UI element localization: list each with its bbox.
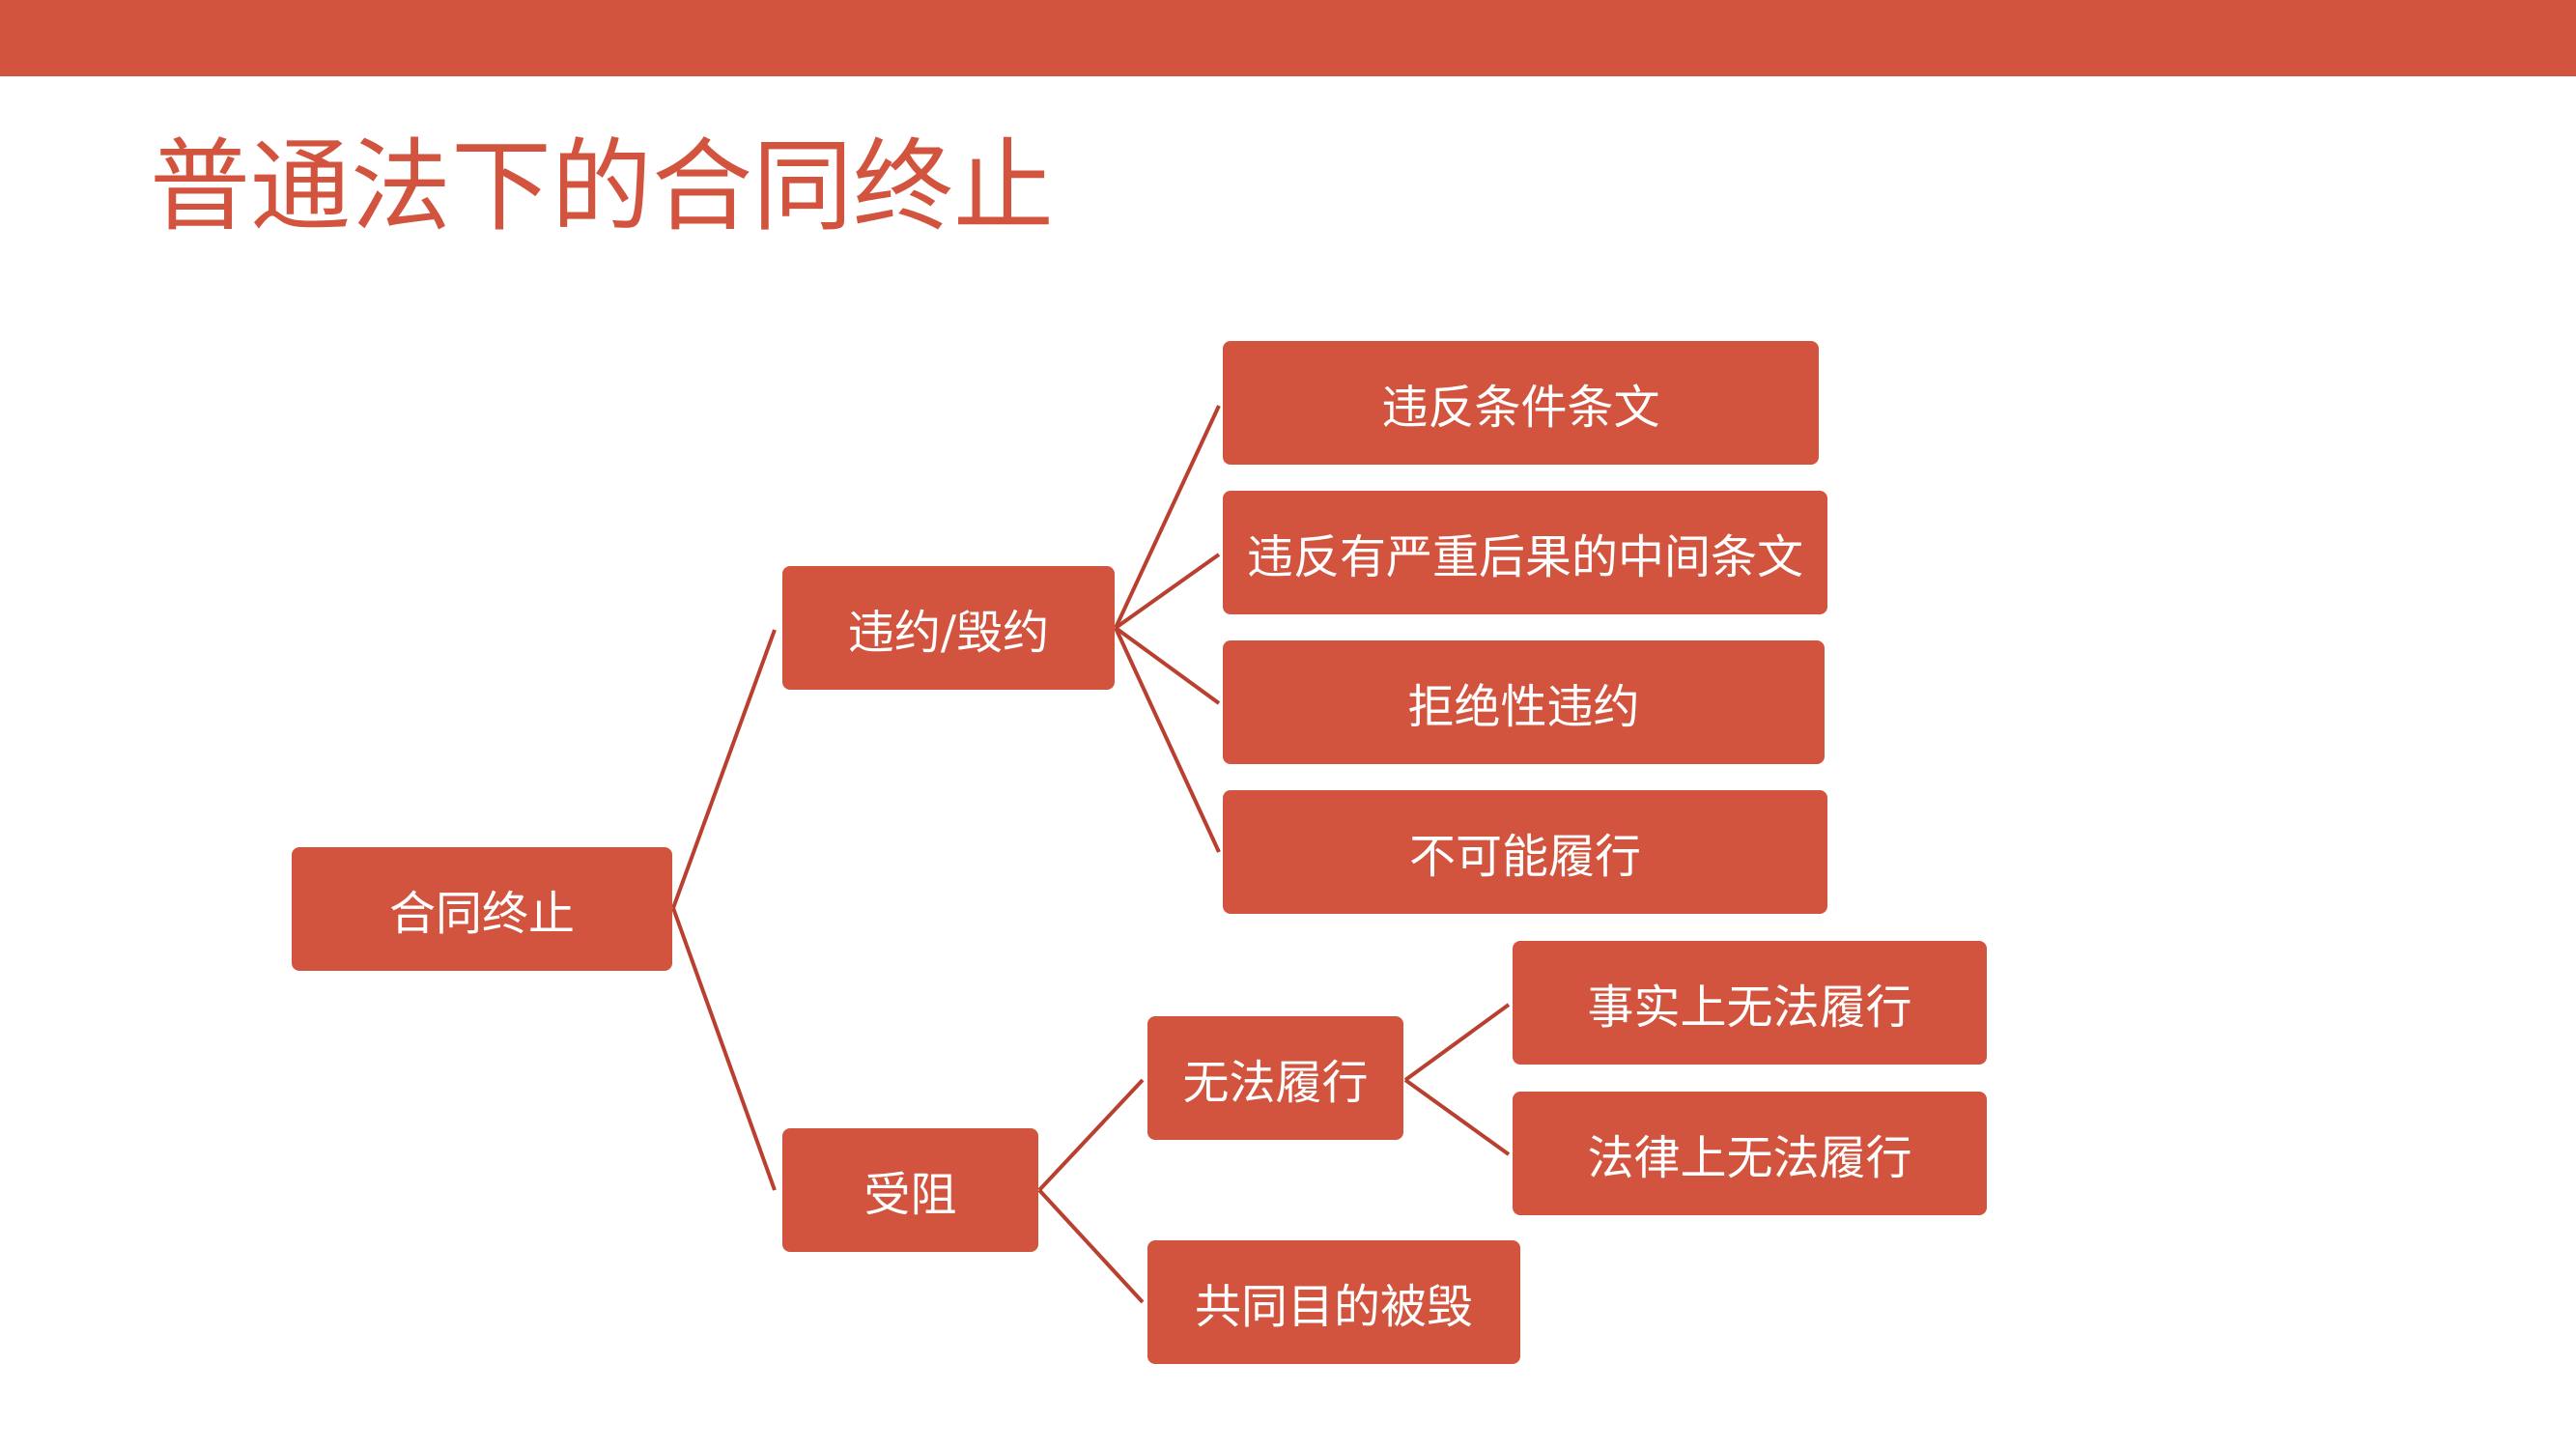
node-legal-impossibility: 法律上无法履行 <box>1513 1092 1987 1215</box>
slide-title: 普通法下的合同终止 <box>150 128 1055 245</box>
node-contract-termination: 合同终止 <box>292 847 672 971</box>
node-impossible-performance: 无法履行 <box>1147 1016 1403 1140</box>
node-breach: 违约/毁约 <box>782 566 1115 690</box>
node-frustration: 受阻 <box>782 1128 1038 1252</box>
connector-breach-intermediate <box>1114 553 1221 630</box>
top-accent-bar <box>0 0 2576 76</box>
connector-root-frustration <box>671 907 777 1191</box>
connector-frustration-impossible <box>1037 1078 1145 1192</box>
connector-frustration-purpose <box>1037 1188 1145 1304</box>
connector-root-breach <box>671 629 777 909</box>
connector-breach-condition <box>1114 405 1221 629</box>
connector-impossible-legal <box>1403 1078 1511 1156</box>
node-factual-impossibility: 事实上无法履行 <box>1513 941 1987 1065</box>
node-breach-of-condition: 违反条件条文 <box>1223 341 1819 465</box>
connector-impossible-factual <box>1403 1003 1511 1082</box>
connector-breach-impossibility <box>1114 627 1221 853</box>
node-impossibility-of-performance: 不可能履行 <box>1223 790 1827 914</box>
node-repudiatory-breach: 拒绝性违约 <box>1223 640 1825 764</box>
node-breach-of-intermediate-term: 违反有严重后果的中间条文 <box>1223 491 1827 614</box>
node-common-purpose-destroyed: 共同目的被毁 <box>1147 1240 1520 1364</box>
connector-breach-repudiation <box>1114 626 1221 705</box>
